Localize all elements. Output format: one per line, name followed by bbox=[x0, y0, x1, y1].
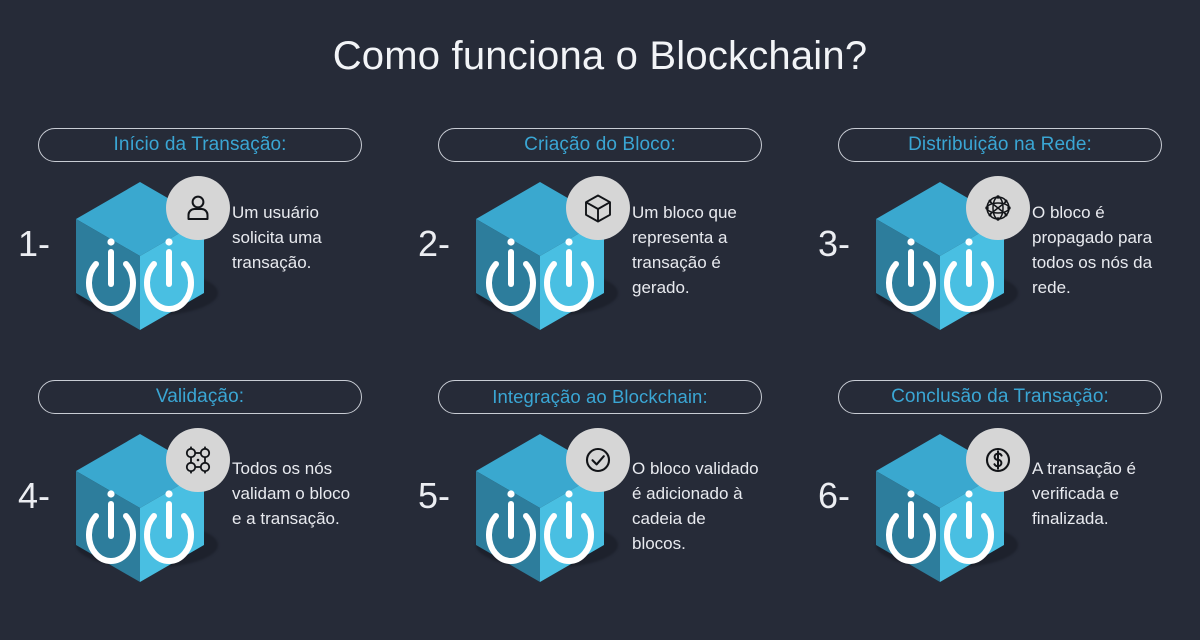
step-2-artwork bbox=[466, 176, 630, 348]
step-6-icon-badge bbox=[966, 428, 1030, 492]
steps-grid: Início da Transação: 1- bbox=[0, 128, 1200, 632]
step-card-1: Início da Transação: 1- bbox=[0, 128, 400, 380]
page-title: Como funciona o Blockchain? bbox=[332, 34, 868, 78]
step-5-body: 5- bbox=[418, 428, 782, 620]
step-2-number: 2- bbox=[418, 223, 451, 264]
step-4-artwork bbox=[66, 428, 230, 600]
step-6-heading-label: Conclusão da Transação: bbox=[891, 386, 1109, 407]
step-1-heading-label: Início da Transação: bbox=[113, 134, 287, 155]
step-5-description: O bloco validado é adicionado à cadeia d… bbox=[632, 459, 759, 553]
step-2-icon-badge bbox=[566, 176, 630, 240]
step-3-heading-pill: Distribuição na Rede: bbox=[838, 128, 1162, 162]
step-1-heading-pill: Início da Transação: bbox=[38, 128, 362, 162]
user-icon bbox=[187, 195, 209, 220]
blockchain-cube-icon bbox=[76, 434, 204, 582]
step-1-icon-badge bbox=[166, 176, 230, 240]
step-3-heading-label: Distribuição na Rede: bbox=[908, 134, 1092, 155]
step-1-description: Um usuário solicita uma transação. bbox=[232, 203, 322, 272]
step-6-description: A transação é verificada e finalizada. bbox=[1032, 459, 1136, 528]
step-3-body: 3- bbox=[818, 176, 1182, 368]
step-4-heading-label: Validação: bbox=[155, 386, 245, 407]
step-5-artwork bbox=[466, 428, 630, 600]
step-3-description: O bloco é propagado para todos os nós da… bbox=[1032, 203, 1153, 297]
step-4-description: Todos os nós validam o bloco e a transaç… bbox=[232, 459, 351, 528]
step-5-heading-label: Integração ao Blockchain: bbox=[492, 386, 708, 407]
step-2-description: Um bloco que representa a transação é ge… bbox=[632, 203, 737, 297]
step-6-number: 6- bbox=[818, 475, 851, 516]
step-4-body: 4- bbox=[18, 428, 382, 620]
step-3-icon-badge bbox=[966, 176, 1030, 240]
step-5-heading-pill: Integração ao Blockchain: bbox=[438, 380, 762, 414]
step-card-5: Integração ao Blockchain: 5- bbox=[400, 380, 800, 632]
step-4-heading-pill: Validação: bbox=[38, 380, 362, 414]
step-5-icon-badge bbox=[566, 428, 630, 492]
check-circle-icon bbox=[585, 447, 611, 473]
step-card-4: Validação: 4- bbox=[0, 380, 400, 632]
step-1-number: 1- bbox=[18, 223, 51, 264]
blockchain-cube-icon bbox=[476, 182, 604, 330]
step-3-artwork bbox=[866, 176, 1030, 348]
step-2-body: 2- bbox=[418, 176, 782, 368]
step-4-icon-badge bbox=[166, 428, 230, 492]
step-1-artwork bbox=[66, 176, 230, 348]
blockchain-cube-icon bbox=[876, 434, 1004, 582]
step-card-2: Criação do Bloco: 2- bbox=[400, 128, 800, 380]
step-1-body: 1- bbox=[18, 176, 382, 368]
step-6-body: 6- bbox=[818, 428, 1182, 620]
step-2-heading-pill: Criação do Bloco: bbox=[438, 128, 762, 162]
step-card-3: Distribuição na Rede: 3- bbox=[800, 128, 1200, 380]
cube-icon bbox=[585, 194, 611, 223]
step-card-6: Conclusão da Transação: 6- bbox=[800, 380, 1200, 632]
step-5-number: 5- bbox=[418, 475, 451, 516]
dollar-circle-icon bbox=[985, 447, 1011, 473]
network-globe-icon bbox=[985, 195, 1011, 221]
step-6-artwork bbox=[866, 428, 1030, 600]
nodes-grid-icon bbox=[185, 446, 211, 474]
step-6-heading-pill: Conclusão da Transação: bbox=[838, 380, 1162, 414]
step-2-heading-label: Criação do Bloco: bbox=[524, 134, 676, 155]
step-3-number: 3- bbox=[818, 223, 851, 264]
step-4-number: 4- bbox=[18, 475, 51, 516]
